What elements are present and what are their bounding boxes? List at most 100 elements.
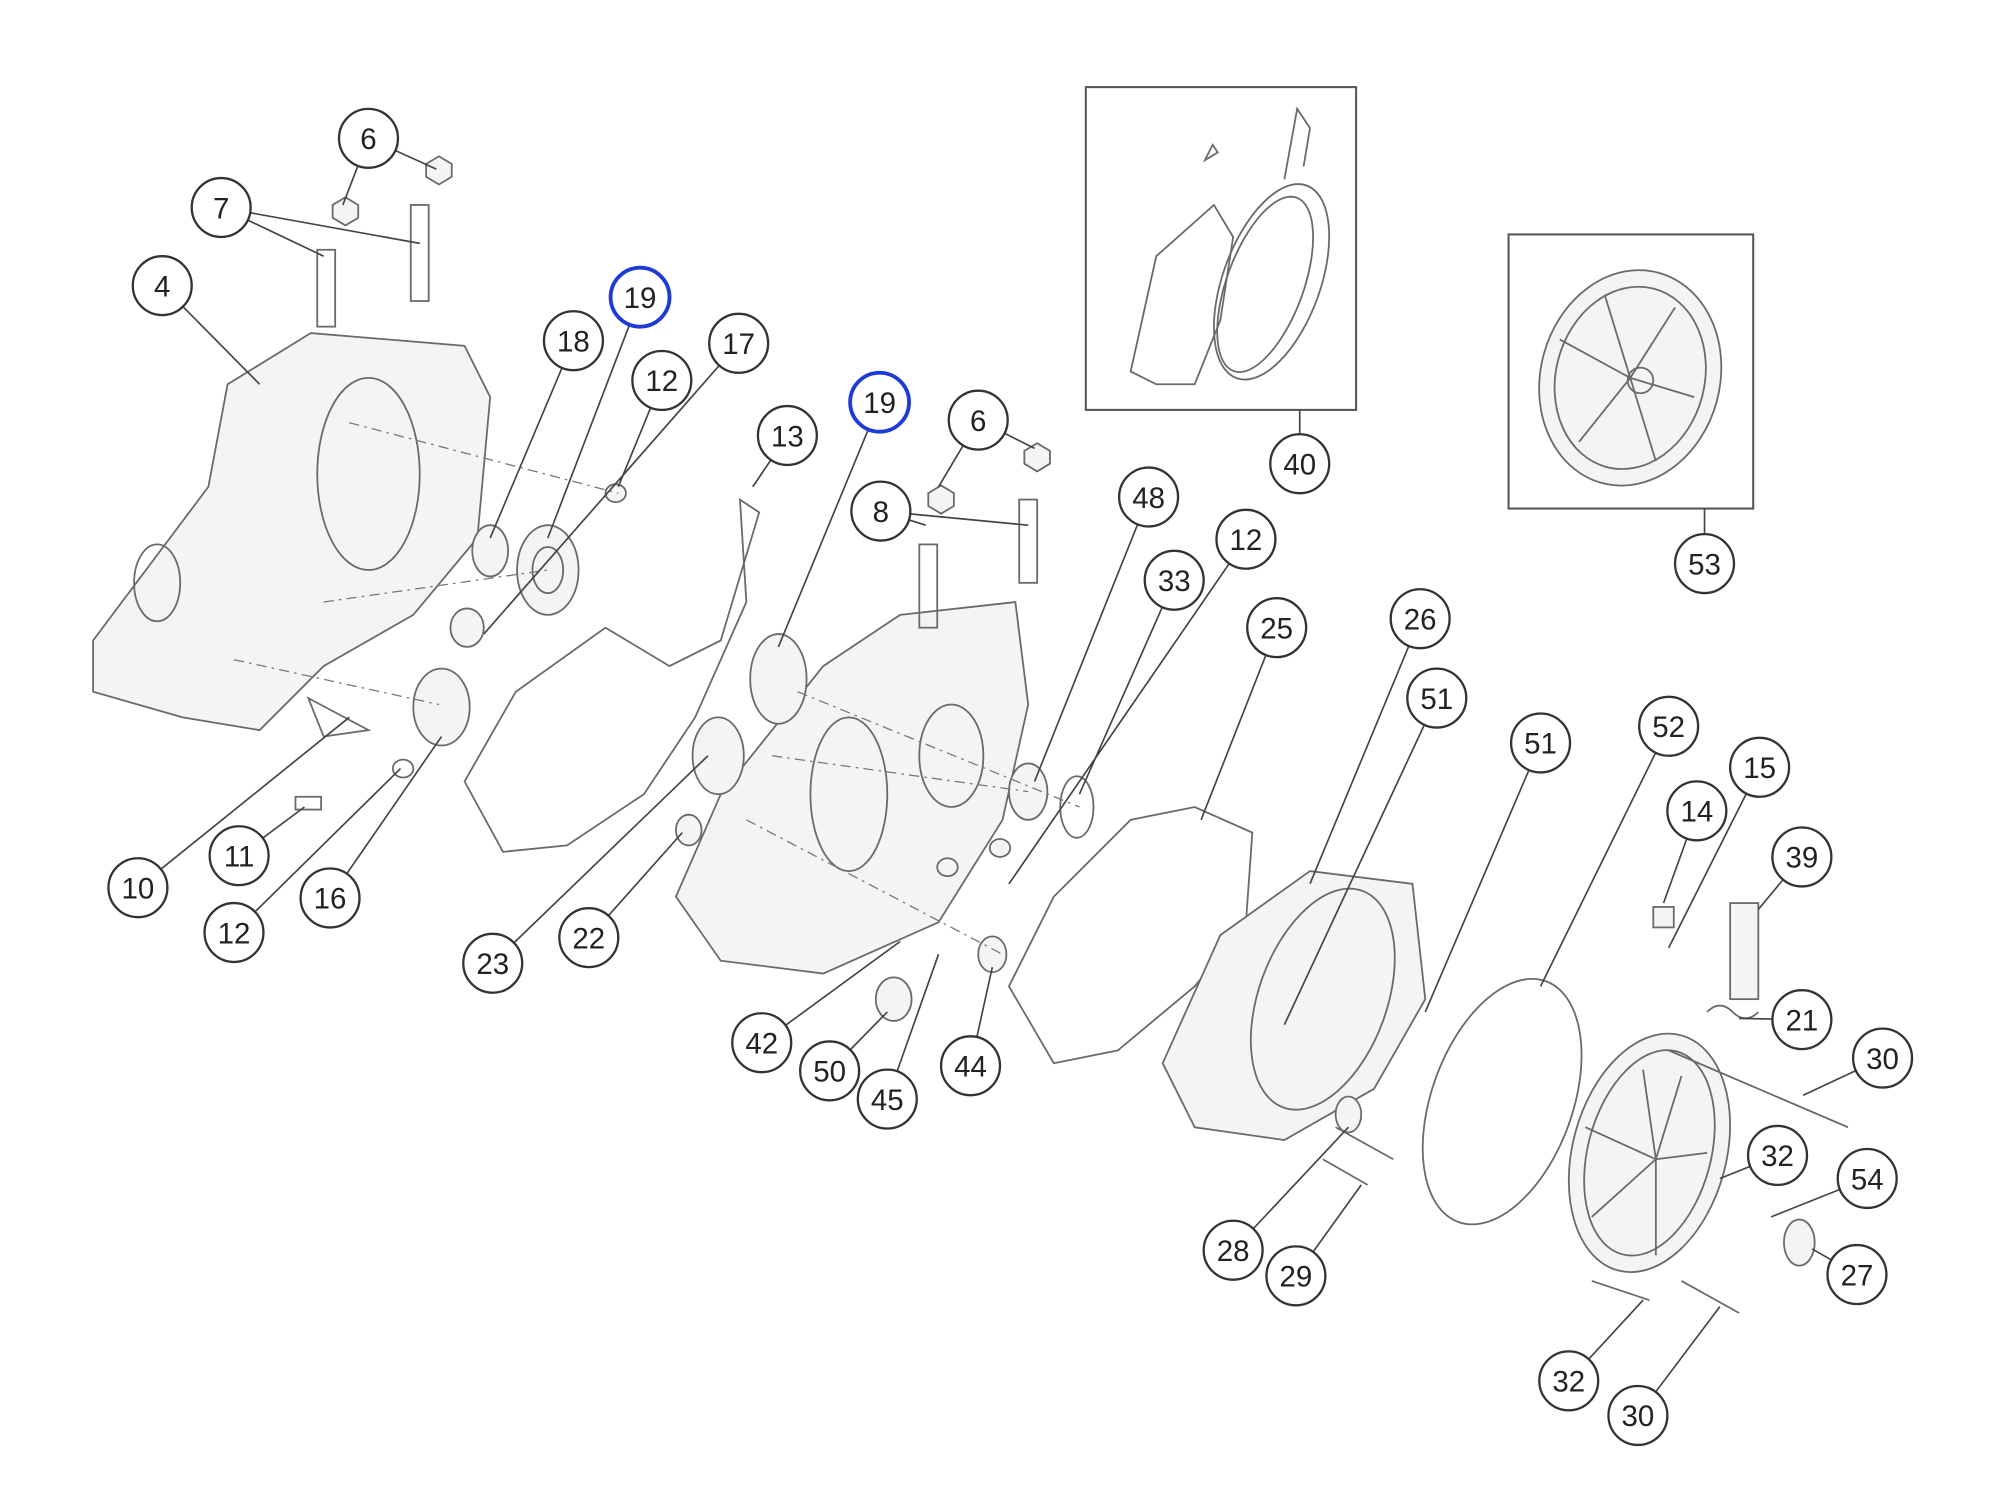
- callout-number: 18: [557, 326, 590, 359]
- callout-circle: [608, 265, 672, 329]
- callout-circle: [1673, 533, 1736, 595]
- callout-number: 14: [1680, 796, 1713, 829]
- callout-circle: [1202, 1219, 1264, 1281]
- callout-number: 17: [722, 328, 755, 361]
- callout-part-44: 44: [939, 1035, 1002, 1097]
- right-crankcase-drawing: [674, 442, 1095, 1022]
- leader-line: [547, 296, 641, 539]
- callout-part-51: 51: [1509, 712, 1572, 774]
- callout-part-33: 33: [1143, 549, 1205, 611]
- callout-number: 13: [771, 420, 804, 453]
- callout-part-30: 30: [1607, 1384, 1669, 1447]
- callout-number: 12: [645, 365, 678, 398]
- callout-part-30: 30: [1851, 1027, 1914, 1089]
- callout-number: 6: [360, 123, 376, 156]
- callout-number: 23: [476, 948, 509, 981]
- callout-circle: [1117, 466, 1180, 528]
- callout-number: 39: [1785, 842, 1818, 875]
- callout-circle: [1771, 826, 1833, 888]
- callout-circle: [1509, 712, 1572, 774]
- callout-part-50: 50: [799, 1040, 861, 1102]
- callout-number: 28: [1217, 1235, 1250, 1268]
- callout-number: 26: [1404, 603, 1437, 636]
- callout-circle: [337, 107, 400, 169]
- callout-number: 42: [745, 1027, 778, 1060]
- callout-circle: [848, 370, 911, 434]
- callout-number: 8: [873, 496, 889, 529]
- callout-part-8: 8: [850, 480, 912, 542]
- callout-part-54: 54: [1836, 1147, 1898, 1210]
- callout-circle: [1538, 1350, 1600, 1412]
- callout-circle: [708, 312, 770, 374]
- callout-part-11: 11: [208, 825, 270, 887]
- callout-part-39: 39: [1771, 826, 1833, 888]
- leader-line: [1033, 496, 1150, 782]
- callout-number: 4: [154, 270, 170, 303]
- leader-line: [483, 342, 740, 635]
- callout-number: 30: [1866, 1043, 1899, 1076]
- callout-number: 51: [1524, 728, 1557, 761]
- callout-number: 6: [970, 405, 986, 438]
- callout-circle: [107, 857, 169, 919]
- callout-circle: [1746, 1124, 1809, 1187]
- callout-circle: [1265, 1245, 1327, 1307]
- crankcase-gasket: [463, 497, 761, 853]
- callout-part-21: 21: [1771, 989, 1833, 1051]
- callout-part-28: 28: [1202, 1219, 1264, 1281]
- callout-part-12: 12: [631, 349, 693, 412]
- callout-number: 45: [871, 1084, 904, 1117]
- parts-drawing: [92, 86, 1849, 1314]
- callout-circle: [756, 404, 818, 467]
- callout-number: 30: [1622, 1400, 1655, 1433]
- callout-circle: [558, 907, 620, 969]
- callout-part-4: 4: [131, 255, 193, 317]
- callout-number: 22: [572, 922, 605, 955]
- cover-gasket: [1007, 806, 1254, 1065]
- callout-circle: [856, 1068, 918, 1130]
- callout-circle: [203, 901, 265, 964]
- callout-number: 33: [1158, 565, 1191, 598]
- callout-number: 11: [224, 840, 255, 873]
- callout-part-32: 32: [1746, 1124, 1809, 1187]
- callout-part-45: 45: [856, 1068, 918, 1130]
- callout-circle: [731, 1012, 793, 1074]
- callout-number: 48: [1132, 482, 1165, 515]
- callout-part-52: 52: [1638, 695, 1700, 757]
- callout-part-14: 14: [1666, 780, 1728, 842]
- callout-circle: [947, 389, 1009, 451]
- callout-circle: [631, 349, 693, 412]
- leader-line: [1200, 627, 1278, 821]
- callout-circle: [1389, 588, 1451, 650]
- callout-number: 10: [122, 872, 155, 905]
- callout-part-12: 12: [203, 901, 265, 964]
- callout-part-40: 40: [1269, 433, 1331, 495]
- callout-circle: [462, 932, 524, 994]
- callout-part-53: 53: [1673, 533, 1736, 595]
- callout-circle: [1246, 597, 1308, 659]
- callout-circle: [1607, 1384, 1669, 1447]
- callout-circle: [542, 310, 605, 372]
- callout-number: 53: [1688, 548, 1721, 581]
- callout-part-12: 12: [1215, 508, 1277, 570]
- callout-circle: [1826, 1243, 1888, 1306]
- leader-line: [1309, 618, 1421, 885]
- leader-line: [1424, 742, 1542, 1013]
- callout-number: 52: [1652, 711, 1685, 744]
- callout-part-22: 22: [558, 907, 620, 969]
- callout-circle: [1638, 695, 1700, 757]
- callout-circle: [1836, 1147, 1898, 1210]
- callout-circle: [799, 1040, 861, 1102]
- callout-number: 19: [624, 282, 657, 315]
- side-cover-drawing: [1161, 870, 1427, 1186]
- gasket-kit-drawing: [1129, 106, 1331, 386]
- callout-circle: [939, 1035, 1002, 1097]
- callout-part-17: 17: [708, 312, 770, 374]
- callout-number: 25: [1260, 612, 1293, 645]
- callout-number: 29: [1280, 1261, 1313, 1294]
- leader-line: [1539, 725, 1670, 987]
- callout-number: 32: [1552, 1366, 1585, 1399]
- leader-line: [233, 767, 402, 934]
- callout-number: 32: [1761, 1140, 1794, 1173]
